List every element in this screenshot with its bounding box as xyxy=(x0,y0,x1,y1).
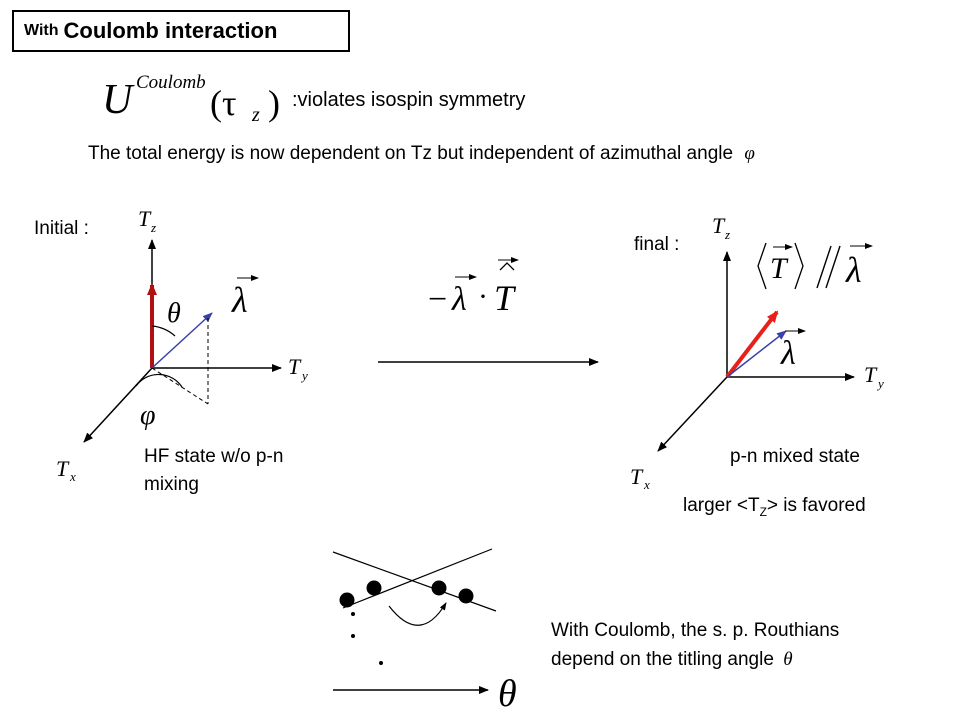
final-ty-label: T xyxy=(864,362,878,387)
op-dot: · xyxy=(478,280,488,313)
angle-bracket-right-icon xyxy=(794,242,804,290)
initial-tx-sub: x xyxy=(69,469,76,484)
final-x-axis xyxy=(657,376,728,452)
ellipsis-dot xyxy=(351,634,355,638)
occupied-orbital xyxy=(339,592,355,608)
ellipsis-dot xyxy=(351,612,355,616)
title-large: Coulomb interaction xyxy=(63,18,278,43)
op-t: T xyxy=(494,278,517,318)
ellipsis-dot xyxy=(379,661,383,665)
isospin-note: :violates isospin symmetry xyxy=(292,89,526,111)
final-ty-sub: y xyxy=(876,376,884,391)
final-lambda-vector xyxy=(726,330,787,378)
theta-arc xyxy=(151,325,176,337)
routhian-line-up xyxy=(342,548,493,609)
transfer-curve-arrow xyxy=(388,602,447,626)
final-tx-sub: x xyxy=(643,477,650,492)
phi-symbol: φ xyxy=(744,143,755,164)
formula-sup: Coulomb xyxy=(136,72,206,93)
formula-u: U xyxy=(102,77,133,123)
final-tz-sub: z xyxy=(724,227,730,242)
formula-sub: z xyxy=(252,104,260,126)
favored-post: > is favored xyxy=(766,495,866,516)
routhian-theta-label: θ xyxy=(498,673,517,715)
initial-axes xyxy=(83,239,282,443)
final-caption: p-n mixed state xyxy=(730,446,860,467)
final-axes xyxy=(657,251,855,452)
parallel-slash-1 xyxy=(816,245,832,289)
occupied-orbital xyxy=(366,580,382,596)
final-lambda-label: λ xyxy=(780,335,796,372)
title-box: With Coulomb interaction xyxy=(12,10,350,52)
final-tz-label: T xyxy=(712,213,726,238)
initial-ty-sub: y xyxy=(300,368,308,383)
final-t-vector xyxy=(725,310,779,379)
initial-caption-line1: HF state w/o p-n xyxy=(144,446,284,467)
initial-theta-label: θ xyxy=(167,298,181,329)
energy-statement-text: The total energy is now dependent on Tz … xyxy=(88,143,734,164)
initial-label: Initial : xyxy=(34,218,89,239)
initial-tx-label: T xyxy=(56,456,70,481)
title-small: With xyxy=(24,22,59,39)
favored-note: larger <TZ> is favored xyxy=(683,495,866,519)
favored-sub: Z xyxy=(759,504,767,519)
initial-caption-line2: mixing xyxy=(144,474,199,495)
projection-base xyxy=(151,367,209,405)
final-parallel-lambda: λ xyxy=(845,250,862,290)
routhian-theta-symbol: θ xyxy=(783,649,793,670)
initial-tz-sub: z xyxy=(150,220,156,235)
final-tx-label: T xyxy=(630,464,644,489)
parallel-slash-2 xyxy=(825,245,841,289)
routhian-text-line2: depend on the titling angle θ xyxy=(551,649,793,671)
routhian-line2-text: depend on the titling angle xyxy=(551,649,774,670)
op-lambda: λ xyxy=(451,281,467,318)
final-parallel-t: T xyxy=(770,252,789,285)
formula-close: ) xyxy=(268,83,280,123)
initial-lambda-vector xyxy=(151,312,213,369)
initial-tz-label: T xyxy=(138,206,152,231)
energy-statement: The total energy is now dependent on Tz … xyxy=(88,143,755,165)
favored-pre: larger <T xyxy=(683,495,760,516)
formula-arg: (τ xyxy=(210,83,237,123)
occupied-orbital xyxy=(431,580,447,596)
op-minus: − xyxy=(428,281,447,318)
initial-lambda-label: λ xyxy=(231,280,248,320)
routhian-diagram xyxy=(332,548,497,694)
op-hat-icon xyxy=(499,262,515,271)
initial-phi-label: φ xyxy=(140,400,156,431)
initial-ty-label: T xyxy=(288,354,302,379)
routhian-text-line1: With Coulomb, the s. p. Routhians xyxy=(551,620,840,641)
phi-arc xyxy=(135,373,183,388)
occupied-orbital xyxy=(458,588,474,604)
angle-bracket-left-icon xyxy=(757,242,767,290)
final-label: final : xyxy=(634,234,680,255)
